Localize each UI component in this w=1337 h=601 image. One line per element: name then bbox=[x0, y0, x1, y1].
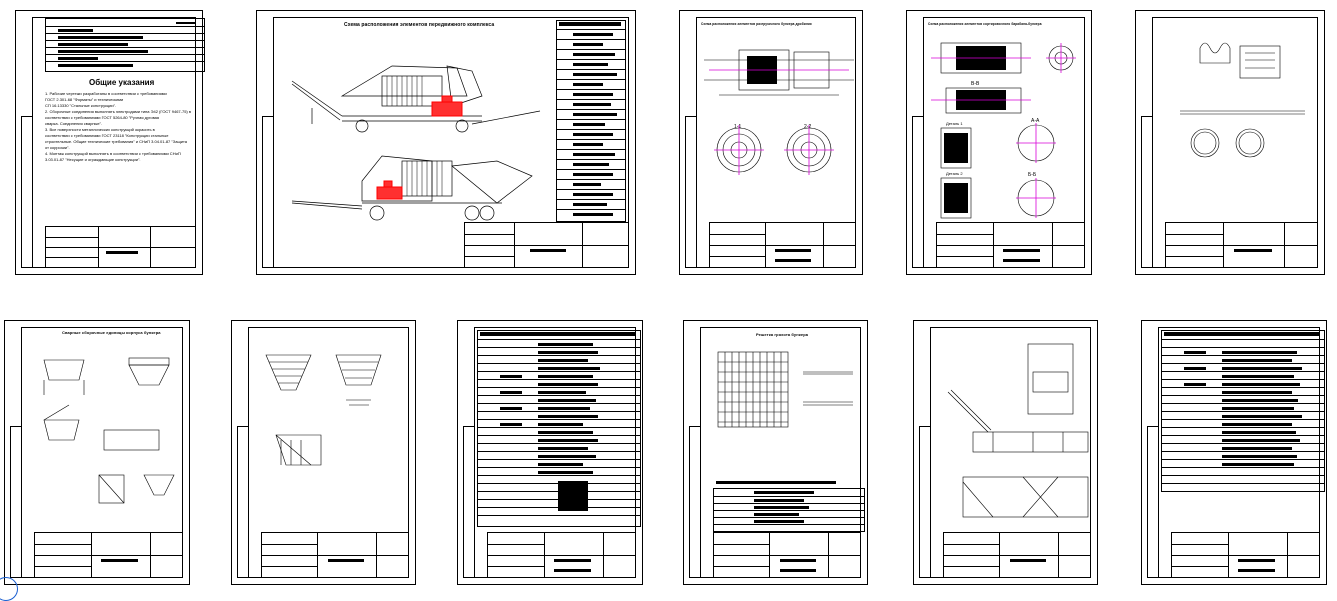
sheet-frame: Схема расположения элементов сортировочн… bbox=[923, 17, 1085, 268]
title-block bbox=[1165, 222, 1317, 267]
sheet-margin-strip bbox=[685, 116, 696, 268]
title-block bbox=[708, 222, 855, 267]
drawing-sheet-7[interactable] bbox=[231, 320, 416, 585]
sheet-margin-strip bbox=[463, 426, 474, 578]
cursor-indicator bbox=[0, 577, 18, 601]
sorting-drum-drawing: В-В А-А Деталь 1 Деталь 2 Б-Б bbox=[931, 42, 1076, 219]
specification-table bbox=[1161, 330, 1325, 492]
svg-text:А-А: А-А bbox=[1031, 118, 1040, 124]
mobile-crusher-elevation-drawing bbox=[291, 65, 541, 221]
sheet-margin-strip bbox=[237, 426, 248, 578]
sheet-frame bbox=[1152, 17, 1318, 268]
notes-title: Общие указания bbox=[89, 78, 155, 87]
parts-list-table bbox=[556, 20, 626, 222]
svg-text:1-1: 1-1 bbox=[734, 124, 741, 130]
title-block bbox=[942, 532, 1090, 577]
sheet-frame bbox=[248, 327, 409, 578]
title-block bbox=[1170, 532, 1319, 577]
drawing-sheet-9[interactable]: Решетка грохота бункера bbox=[683, 320, 868, 585]
hopper-plates-drawing bbox=[265, 354, 382, 466]
sheet-frame: Схема расположения элементов передвижног… bbox=[273, 17, 629, 268]
drawing-sheet-11[interactable] bbox=[1141, 320, 1327, 585]
drawing-sheet-8[interactable] bbox=[457, 320, 643, 585]
sheet-title: Схема расположения элементов сортировочн… bbox=[928, 22, 1042, 26]
title-block bbox=[486, 532, 635, 577]
title-block bbox=[464, 222, 628, 267]
sheet-margin-strip bbox=[1141, 116, 1152, 268]
svg-text:В-В: В-В bbox=[971, 81, 980, 87]
screen-grid-drawing bbox=[717, 351, 853, 428]
sheet-margin-strip bbox=[1147, 426, 1158, 578]
drawing-sheet-6[interactable]: Сварные сборочные единицы корпуса бункер… bbox=[4, 320, 190, 585]
title-block bbox=[44, 226, 195, 267]
title-block bbox=[260, 532, 408, 577]
sheet-frame: Сварные сборочные единицы корпуса бункер… bbox=[21, 327, 183, 578]
detail-nodes-drawing bbox=[1180, 42, 1305, 158]
unloading-hopper-drawing: 1-1 2-2 bbox=[704, 49, 854, 175]
svg-text:Б-Б: Б-Б bbox=[1028, 172, 1037, 178]
sheet-title: Схема расположения элементов передвижног… bbox=[344, 22, 495, 28]
sheet-frame bbox=[1158, 327, 1325, 578]
sheet-frame: Решетка грохота бункера bbox=[700, 327, 865, 578]
drawing-sheet-4[interactable]: Схема расположения элементов сортировочн… bbox=[906, 10, 1092, 275]
revision-table bbox=[45, 18, 205, 72]
sheet-frame bbox=[930, 327, 1091, 578]
specification-table bbox=[477, 330, 641, 527]
hopper-weldments-drawing bbox=[43, 357, 175, 504]
title-block bbox=[33, 532, 182, 577]
svg-text:2-2: 2-2 bbox=[804, 124, 811, 130]
sheet-title: Решетка грохота бункера bbox=[756, 332, 809, 337]
parts-list-table bbox=[713, 481, 865, 532]
sheet-margin-strip bbox=[262, 116, 273, 268]
drawing-sheet-10[interactable] bbox=[913, 320, 1098, 585]
title-block bbox=[935, 222, 1084, 267]
title-block bbox=[712, 532, 860, 577]
svg-text:Деталь 1: Деталь 1 bbox=[946, 121, 963, 126]
drawing-sheet-3[interactable]: Схема расположения элементов разгрузочно… bbox=[679, 10, 863, 275]
sheet-frame: Схема расположения элементов разгрузочно… bbox=[696, 17, 856, 268]
drawing-sheet-2[interactable]: Схема расположения элементов передвижног… bbox=[256, 10, 636, 275]
sheet-margin-strip bbox=[689, 426, 700, 578]
frame-assembly-drawing bbox=[947, 343, 1089, 518]
sheet-margin-strip bbox=[919, 426, 930, 578]
sheet-margin-strip bbox=[21, 116, 32, 268]
sheet-title: Схема расположения элементов разгрузочно… bbox=[701, 22, 812, 26]
sheet-frame bbox=[474, 327, 641, 578]
drawing-sheet-5[interactable] bbox=[1135, 10, 1325, 275]
sheet-margin-strip bbox=[912, 116, 923, 268]
drawing-sheet-1[interactable]: Общие указания 1. Рабочие чертежи разраб… bbox=[15, 10, 205, 275]
sheet-title: Сварные сборочные единицы корпуса бункер… bbox=[62, 330, 161, 335]
sheet-frame: Общие указания 1. Рабочие чертежи разраб… bbox=[32, 17, 205, 268]
svg-text:Деталь 2: Деталь 2 bbox=[946, 171, 963, 176]
sheet-margin-strip bbox=[10, 426, 21, 578]
